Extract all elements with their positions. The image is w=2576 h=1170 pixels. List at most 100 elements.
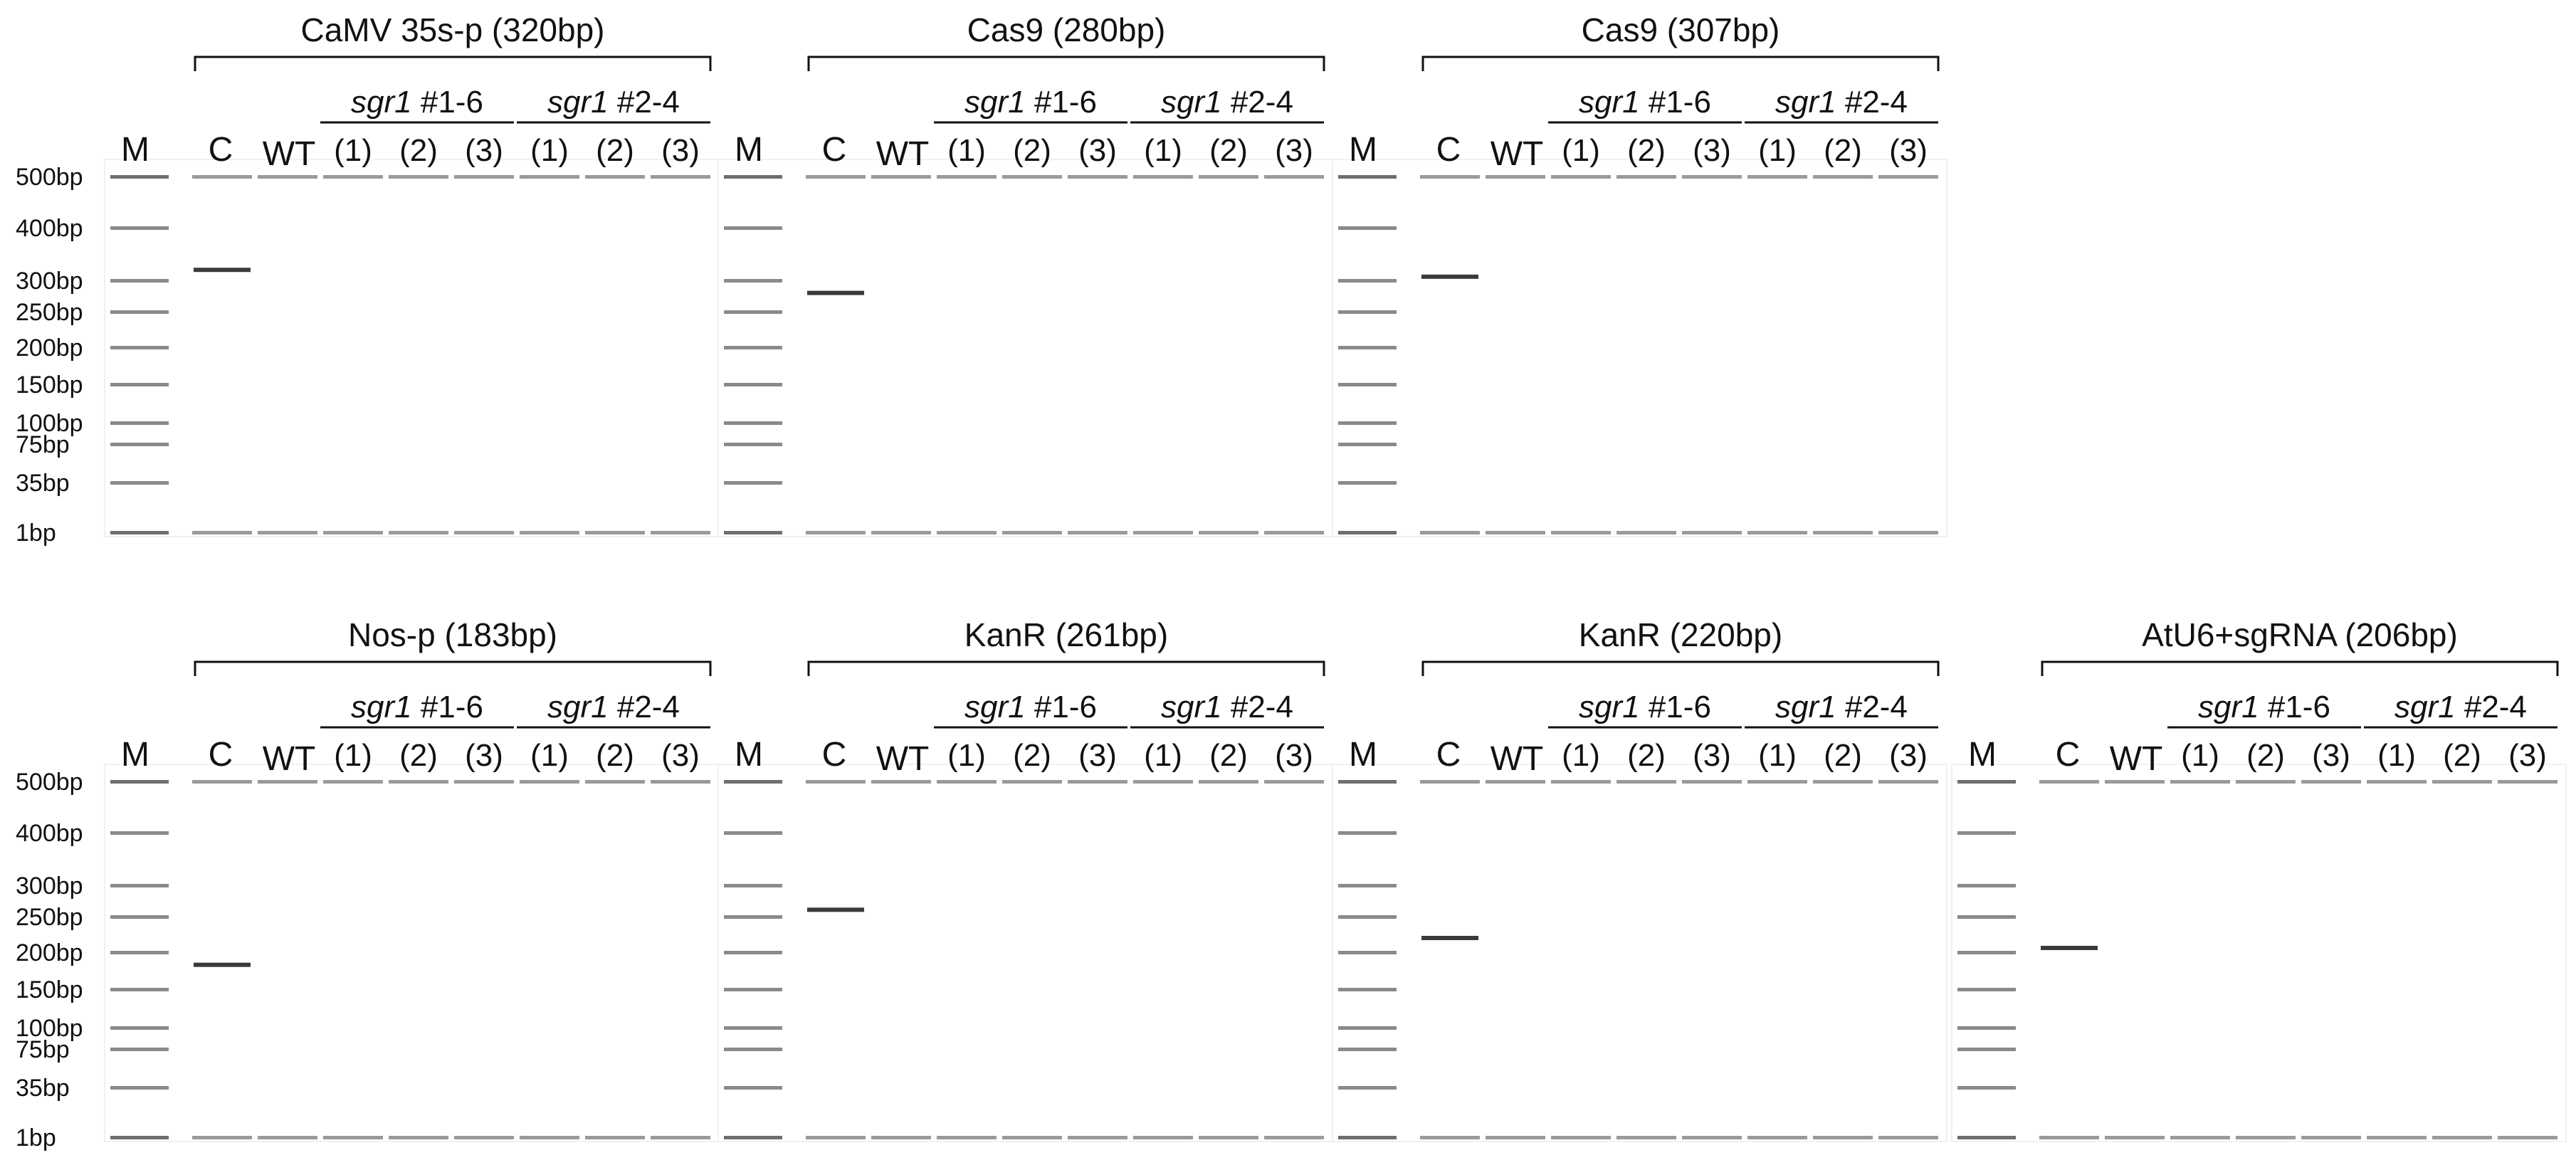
lower-marker-band [2498, 1136, 2557, 1139]
amplicon-band [1421, 936, 1478, 940]
ladder-band [110, 915, 169, 919]
genotype-group-label: sgr1 #2-4 [547, 85, 680, 120]
genotype-group-label: sgr1 #1-6 [2198, 690, 2330, 724]
line-name: #2-4 [1222, 85, 1293, 120]
lane-label-replicate: (3) [1078, 133, 1117, 168]
ladder-band [110, 310, 169, 314]
upper-marker-band [520, 780, 579, 784]
lane-label-replicate: (2) [1013, 738, 1051, 773]
line-name: #1-6 [412, 690, 483, 724]
lower-marker-band [1682, 531, 1742, 534]
upper-marker-band [1551, 780, 1611, 784]
lane-label-replicate: (1) [1758, 133, 1797, 168]
gel-background [1332, 764, 1947, 1142]
gene-name: sgr1 [2394, 690, 2456, 724]
line-name: #1-6 [412, 85, 483, 120]
line-name: #2-4 [1836, 690, 1908, 724]
ladder-size-label: 75bp [16, 1036, 70, 1063]
ladder-band [1338, 421, 1397, 425]
ladder-band [1957, 1136, 2016, 1139]
ladder-size-label: 200bp [16, 334, 83, 362]
upper-marker-band [1199, 175, 1258, 179]
lower-marker-band [1616, 531, 1676, 534]
upper-marker-band [2432, 780, 2492, 784]
ladder-band [724, 310, 782, 314]
lower-marker-band [1682, 1136, 1742, 1139]
upper-marker-band [806, 780, 866, 784]
ladder-band [110, 226, 169, 230]
ladder-band [110, 481, 169, 485]
line-name: #1-6 [1026, 85, 1097, 120]
lane-label-wild-type: WT [876, 740, 930, 778]
ladder-band [110, 780, 169, 784]
ladder-size-label: 300bp [16, 873, 83, 900]
lower-marker-band [871, 1136, 931, 1139]
ladder-size-label: 200bp [16, 939, 83, 966]
gene-name: sgr1 [351, 690, 412, 724]
lane-label-replicate: (3) [1693, 738, 1731, 773]
lane-label-replicate: (3) [1275, 738, 1313, 773]
gel-background [717, 764, 1333, 1142]
upper-marker-band [1813, 780, 1873, 784]
group-bracket [807, 660, 1325, 676]
lower-marker-band [258, 531, 317, 534]
ladder-band [1957, 988, 2016, 991]
ladder-band [1338, 915, 1397, 919]
upper-marker-band [1878, 175, 1938, 179]
gene-name: sgr1 [964, 85, 1026, 120]
genotype-group-label: sgr1 #1-6 [351, 85, 483, 120]
lane-label-replicate: (3) [1275, 133, 1313, 168]
lane-label-marker: M [1349, 736, 1377, 774]
lane-label-wild-type: WT [876, 135, 930, 173]
ladder-band [1338, 1086, 1397, 1090]
ladder-band [724, 226, 782, 230]
lower-marker-band [1002, 531, 1062, 534]
lower-marker-band [651, 1136, 710, 1139]
lane-label-wild-type: WT [1491, 135, 1544, 173]
group-bracket [1421, 660, 1940, 676]
lower-marker-band [1133, 1136, 1193, 1139]
ladder-band [1957, 1048, 2016, 1051]
ladder-size-label: 150bp [16, 976, 83, 1003]
ladder-band [1338, 1048, 1397, 1051]
ladder-band [110, 1086, 169, 1090]
lane-label-replicate: (1) [1144, 133, 1182, 168]
group-bracket [1421, 56, 1940, 71]
upper-marker-band [2367, 780, 2427, 784]
lower-marker-band [1486, 1136, 1545, 1139]
ladder-size-label: 300bp [16, 268, 83, 295]
lane-label-replicate: (2) [2443, 738, 2481, 773]
lane-label-replicate: (1) [947, 738, 986, 773]
lane-label-control: C [822, 131, 847, 169]
upper-marker-band [1747, 780, 1807, 784]
ladder-band [1957, 951, 2016, 954]
lane-label-replicate: (2) [2246, 738, 2285, 773]
lane-label-replicate: (2) [1013, 133, 1051, 168]
lane-label-marker: M [735, 131, 763, 169]
lane-label-control: C [822, 736, 847, 774]
lower-marker-band [1002, 1136, 1062, 1139]
genotype-group-label: sgr1 #2-4 [2394, 690, 2527, 724]
lane-label-marker: M [735, 736, 763, 774]
lane-label-replicate: (3) [1078, 738, 1117, 773]
lower-marker-band [585, 531, 645, 534]
lane-label-replicate: (3) [465, 133, 503, 168]
genotype-group-label: sgr1 #2-4 [1161, 690, 1293, 724]
lower-marker-band [1813, 531, 1873, 534]
lane-label-replicate: (1) [334, 738, 372, 773]
ladder-band [110, 988, 169, 991]
lower-marker-band [2236, 1136, 2296, 1139]
lower-marker-band [1199, 531, 1258, 534]
genotype-group-label: sgr1 #1-6 [1579, 85, 1711, 120]
ladder-band [110, 175, 169, 179]
panel-title: Nos-p (183bp) [348, 616, 557, 653]
lane-label-replicate: (2) [399, 738, 438, 773]
gene-name: sgr1 [1579, 85, 1640, 120]
ladder-size-label: 250bp [16, 299, 83, 326]
line-name: #2-4 [609, 85, 680, 120]
panel-title: AtU6+sgRNA (206bp) [2142, 616, 2458, 653]
ladder-band [1338, 1136, 1397, 1139]
lane-label-control: C [209, 736, 233, 774]
lower-marker-band [1486, 531, 1545, 534]
upper-marker-band [1068, 780, 1127, 784]
